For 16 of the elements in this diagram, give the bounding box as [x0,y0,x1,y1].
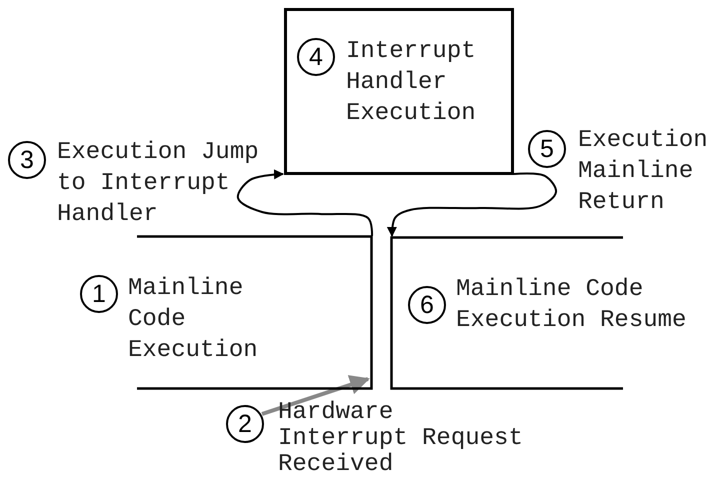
step-number: 3 [8,141,46,179]
step-number: 4 [297,38,335,76]
step-description: Execution Mainline Return [578,126,709,218]
handler-box [284,8,514,175]
step-description: Interrupt Handler Execution [346,37,477,129]
arrow [236,169,374,236]
step-number: 5 [528,130,566,168]
step-number: 1 [80,275,118,313]
step-description: Execution Jump to Interrupt Handler [57,138,260,230]
step-number: 2 [226,405,264,443]
step-description: Mainline Code Execution Resume [456,275,688,336]
step-description: Hardware Interrupt Request Received [278,400,524,478]
step-description: Mainline Code Execution [128,274,259,366]
step-number: 6 [408,286,446,324]
arrow [261,375,370,416]
arrow [386,172,557,237]
